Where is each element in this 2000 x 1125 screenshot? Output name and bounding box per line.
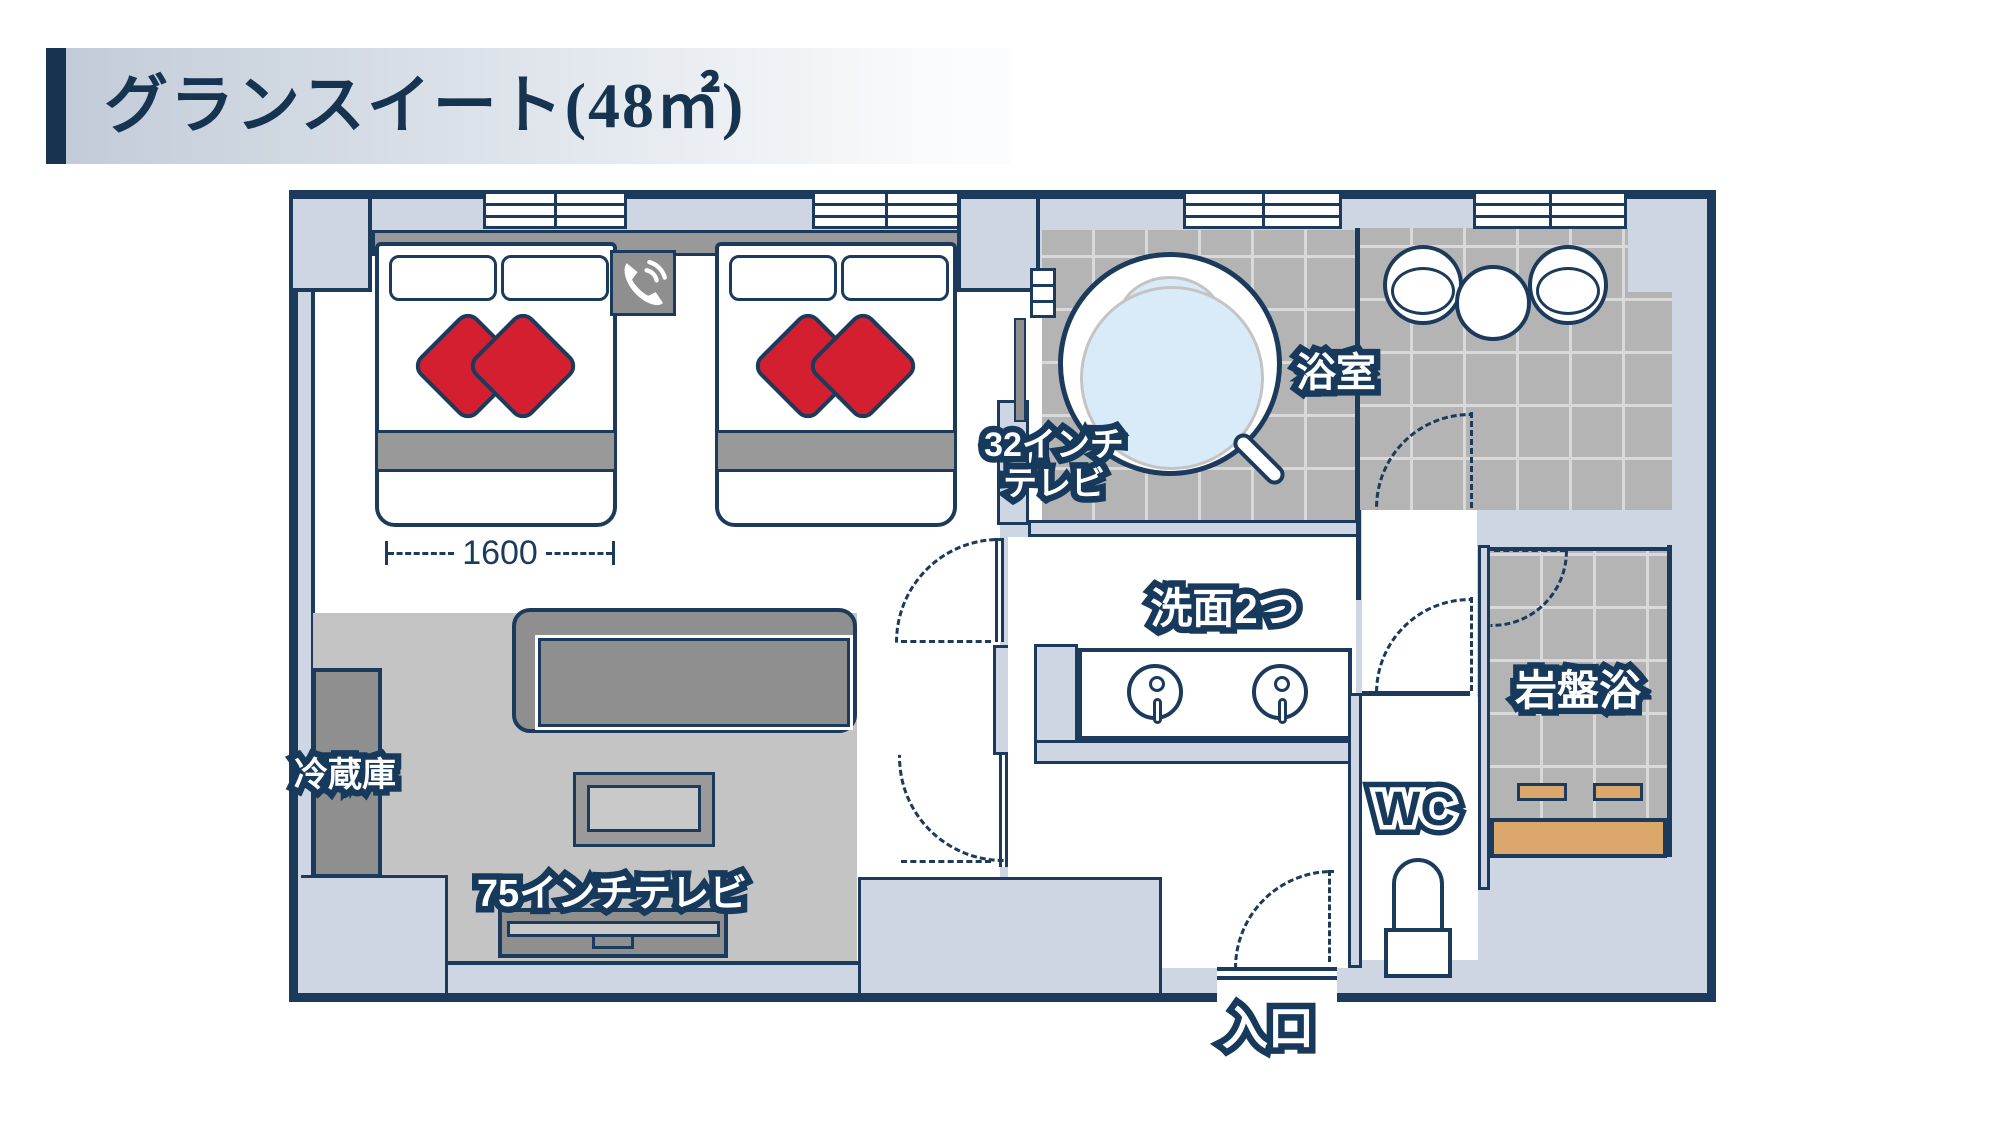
carpet-bottom-line [448, 961, 860, 965]
wall-chunk-bottomleft [301, 875, 448, 993]
bath-stool-3-inner [1536, 267, 1600, 315]
bed-1-pillow-left [389, 255, 497, 301]
ganban-left-wall [1478, 545, 1490, 890]
label-entrance: 入口 [1188, 1002, 1348, 1055]
phone-icon [624, 259, 667, 306]
wall-chunk-topleft [293, 199, 372, 292]
tv75-stand [592, 937, 634, 949]
ganban-pillow-2 [1593, 783, 1643, 801]
label-ganbanyoku: 岩盤浴 [1488, 667, 1668, 716]
label-bathroom: 浴室 [1266, 350, 1406, 396]
basin-1-drain [1149, 676, 1165, 692]
corridor-left-wall [1356, 510, 1361, 600]
tv75-screen [507, 921, 720, 937]
ganban-platform [1490, 818, 1667, 858]
bath-rack [1030, 268, 1056, 318]
bath-stool-2 [1455, 265, 1531, 341]
dim-dash-right [545, 551, 613, 555]
dim-dash-left [388, 551, 455, 555]
phone-panel [610, 250, 676, 316]
toilet-tank [1384, 928, 1452, 978]
bed-width-value: 1600 [462, 533, 538, 572]
tv32-set [1014, 318, 1026, 422]
wall-step-bottom [858, 877, 1162, 993]
window-4 [1473, 191, 1627, 229]
sofa-seat [535, 635, 853, 730]
window-1 [483, 191, 627, 229]
door-closed-line-ganban [1494, 549, 1566, 552]
entrance-door-line-2 [1217, 976, 1337, 980]
wc-top-wall [1362, 691, 1470, 696]
label-wc: WC [1355, 782, 1475, 837]
coffee-table-top [587, 785, 701, 832]
basin-2-drain [1274, 676, 1290, 692]
vanity-shelf [1034, 740, 1354, 764]
label-fridge: 冷蔵庫 [289, 756, 401, 795]
bed-1-pillow-right [501, 255, 609, 301]
bed-2-runner [715, 430, 957, 472]
bath-stool-1-inner [1391, 267, 1455, 315]
window-3 [1183, 191, 1342, 229]
door-closed-line-vestibule [901, 860, 991, 863]
dim-tick-left [385, 541, 388, 565]
bed-2-pillow-left [729, 255, 837, 301]
label-tv75: 75インチテレビ [462, 873, 762, 917]
page-title: グランスイート(48㎡) [104, 70, 746, 141]
ganban-right-wall [1667, 545, 1672, 857]
floorplan: 1600 [289, 190, 1716, 1002]
bed-1-runner [375, 430, 617, 472]
dim-tick-right [612, 541, 616, 565]
bed-width-dimension: 1600 [385, 534, 616, 572]
basin-1-faucet [1153, 698, 1162, 724]
label-tv32: 32インチ テレビ [974, 426, 1134, 504]
door-closed-line-washroom [901, 640, 991, 643]
wall-chunk-bed-right [957, 199, 1040, 292]
bathroom-bottom-wall [1028, 520, 1360, 537]
label-washbasin: 洗面2つ [1125, 585, 1325, 634]
ganban-pillow-1 [1517, 783, 1567, 801]
basin-2-faucet [1278, 698, 1287, 724]
window-2 [812, 191, 960, 229]
title-accent-bar [46, 48, 66, 164]
vanity-end-cap [1034, 644, 1078, 744]
vanity-counter [1078, 648, 1352, 740]
bed-2-pillow-right [841, 255, 949, 301]
title-band [66, 48, 1010, 164]
toilet-bowl [1392, 858, 1444, 932]
